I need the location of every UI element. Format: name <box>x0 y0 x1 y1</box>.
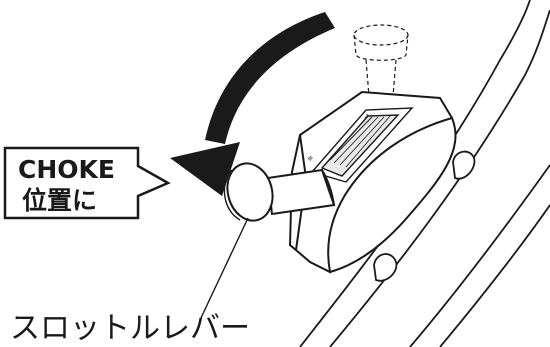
callout-line-choke: CHOKE <box>18 155 115 184</box>
callout-line-position: 位置に <box>22 186 97 215</box>
frame-bolt-upper <box>453 152 474 179</box>
frame-bolt-lower <box>374 254 396 281</box>
choke-callout: CHOKE 位置に <box>5 148 168 218</box>
caption-leader-line <box>200 218 248 320</box>
throttle-lever-caption: スロットルレバー <box>10 311 250 346</box>
